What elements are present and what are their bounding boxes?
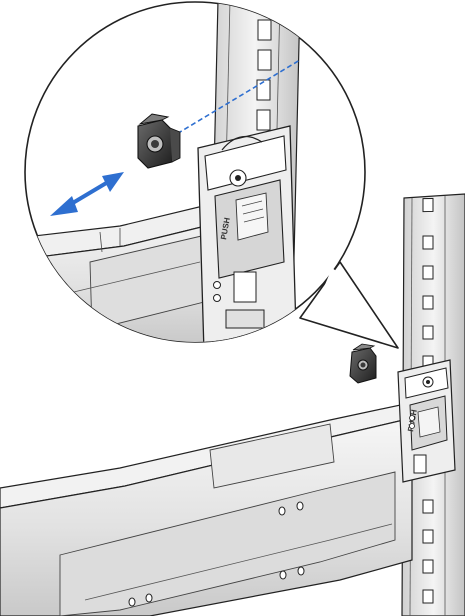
cage-nut-icon: [349, 343, 377, 384]
rail-latch-icon: PUSH: [397, 359, 456, 483]
mounting-rail: [0, 403, 413, 616]
detail-callout: PUSH: [24, 1, 399, 349]
rail-holes: [128, 501, 305, 607]
double-headed-arrow-icon: [50, 172, 124, 216]
detail-cage-nut-icon: [137, 113, 181, 169]
detail-latch-push-label: PUSH: [219, 217, 232, 241]
detail-rail-latch-icon: PUSH: [197, 125, 297, 342]
alignment-guide-line: [149, 59, 301, 151]
rack-post-square-holes: [422, 197, 434, 604]
main-view: PUSH: [0, 193, 465, 616]
